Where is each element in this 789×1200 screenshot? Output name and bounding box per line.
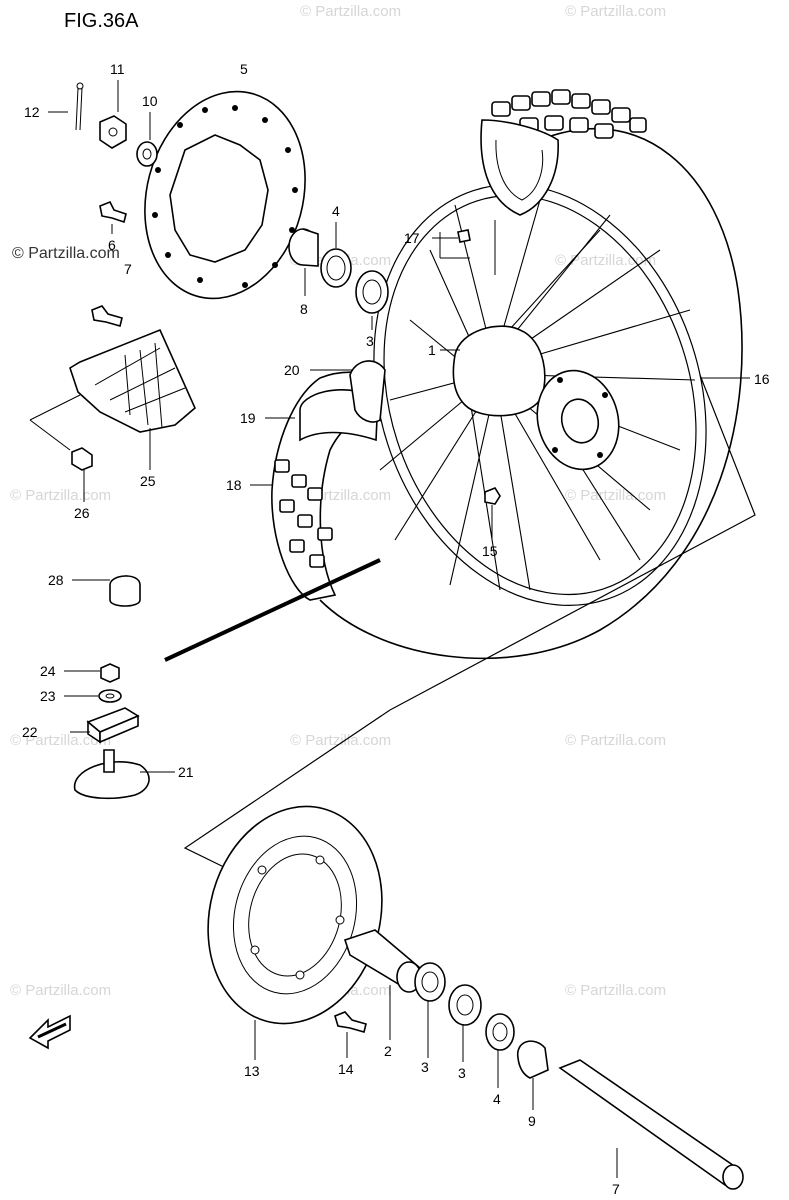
callout-8: 8 — [300, 301, 308, 317]
callout-22: 22 — [22, 724, 38, 740]
callout-24: 24 — [40, 663, 56, 679]
tube-and-tire-section — [271, 360, 386, 601]
brake-disc — [144, 90, 306, 300]
callout-4: 4 — [332, 203, 340, 219]
axle-side-parts — [334, 929, 744, 1190]
leader-lines — [48, 80, 750, 1178]
spoke-nipple — [457, 229, 471, 243]
watermark: © Partzilla.com — [300, 3, 401, 20]
callout-3: 3 — [366, 333, 374, 349]
tread-blocks — [491, 89, 647, 139]
rim-lock-nut — [484, 487, 501, 505]
callout-21: 21 — [178, 764, 194, 780]
callout-28: 28 — [48, 572, 64, 588]
callout-23: 23 — [40, 688, 56, 704]
callout-15: 15 — [482, 543, 498, 559]
callout-3: 3 — [421, 1059, 429, 1075]
watermark: © Partzilla.com — [10, 732, 111, 749]
cap — [109, 575, 141, 607]
callout-13: 13 — [244, 1063, 260, 1079]
callout-7: 7 — [124, 261, 132, 277]
watermark-dark: © Partzilla.com — [12, 245, 120, 262]
watermark: © Partzilla.com — [290, 732, 391, 749]
figure-title: FIG.36A — [64, 10, 139, 32]
callout-25: 25 — [140, 473, 156, 489]
callout-20: 20 — [284, 362, 300, 378]
rear-wheel — [319, 89, 743, 660]
callout-3: 3 — [458, 1065, 466, 1081]
front-arrow-icon — [28, 1014, 71, 1050]
watermark: © Partzilla.com — [565, 3, 666, 20]
watermark: © Partzilla.com — [565, 487, 666, 504]
rim-lock-parts — [73, 663, 150, 800]
callout-6: 6 — [108, 237, 116, 253]
hub-right-parts — [288, 228, 389, 314]
callout-9: 9 — [528, 1113, 536, 1129]
callout-12: 12 — [24, 104, 40, 120]
callout-18: 18 — [226, 477, 242, 493]
callout-4: 4 — [493, 1091, 501, 1107]
callout-19: 19 — [240, 410, 256, 426]
watermark: © Partzilla.com — [565, 982, 666, 999]
callout-7: 7 — [612, 1181, 620, 1197]
watermark: © Partzilla.com — [555, 252, 656, 269]
callout-1: 1 — [428, 342, 436, 358]
callout-2: 2 — [384, 1043, 392, 1059]
hub — [452, 325, 620, 471]
watermarks: © Partzilla.com © Partzilla.com © Partzi… — [10, 3, 666, 999]
callout-14: 14 — [338, 1061, 354, 1077]
callout-17: 17 — [404, 230, 420, 246]
hardware-top — [75, 82, 158, 327]
callout-11: 11 — [110, 61, 125, 77]
watermark: © Partzilla.com — [565, 732, 666, 749]
callout-16: 16 — [754, 371, 770, 387]
watermark: © Partzilla.com — [10, 982, 111, 999]
callout-26: 26 — [74, 505, 90, 521]
sprocket — [207, 805, 383, 1025]
callout-10: 10 — [142, 93, 158, 109]
callouts: 1 2 3 3 3 4 4 5 6 7 7 8 9 10 11 12 13 14… — [22, 61, 770, 1197]
callout-5: 5 — [240, 61, 248, 77]
watermark: © Partzilla.com — [10, 487, 111, 504]
chain-guard — [69, 328, 196, 471]
